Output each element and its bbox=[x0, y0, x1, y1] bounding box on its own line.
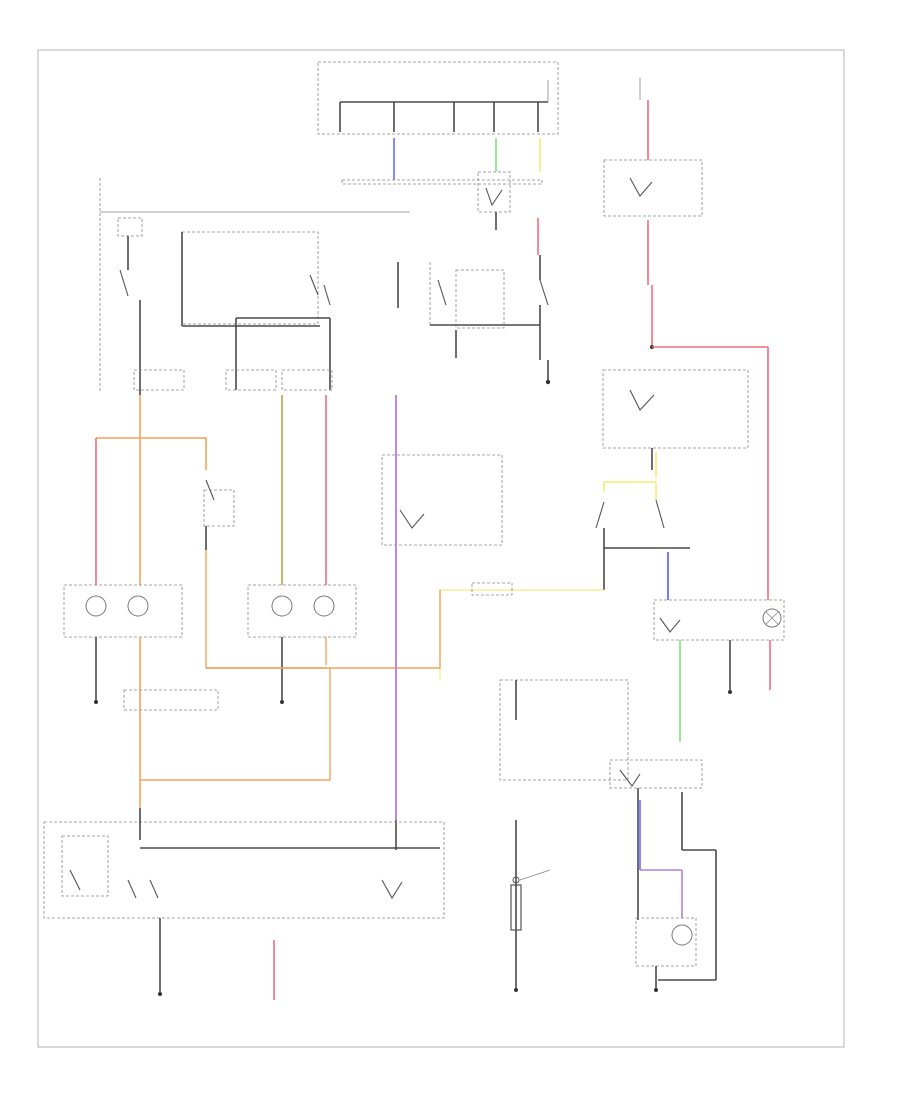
orange-cross-wires bbox=[140, 550, 441, 781]
right-relay-box bbox=[602, 369, 749, 470]
left-relay-pair bbox=[181, 231, 331, 390]
center-ground bbox=[545, 360, 551, 385]
right-vertical-feed bbox=[603, 78, 703, 349]
top-connector-dashed bbox=[341, 179, 543, 185]
left-headlight-wires bbox=[95, 395, 235, 585]
right-headlight-unit bbox=[247, 395, 357, 704]
bottom-right-colored bbox=[639, 800, 683, 918]
left-fuse-block bbox=[99, 178, 410, 395]
right-red-loop bbox=[652, 346, 771, 690]
left-headlight-unit bbox=[63, 584, 183, 808]
right-bottom-relay bbox=[653, 599, 785, 694]
top-relay-box bbox=[317, 61, 559, 135]
blue-to-relay bbox=[439, 548, 669, 680]
right-yellow-wires bbox=[595, 452, 690, 549]
center-connector bbox=[381, 454, 513, 596]
headlight-relay-center bbox=[477, 171, 511, 230]
fuse-row bbox=[133, 369, 333, 391]
top-colored-wires bbox=[393, 138, 541, 255]
diagram-frame bbox=[37, 49, 845, 1048]
center-switch-group bbox=[397, 255, 549, 360]
bottom-right-lamp bbox=[635, 917, 697, 992]
right-lower-relay bbox=[609, 759, 717, 981]
center-bottom-fuse bbox=[499, 679, 629, 992]
combination-switch bbox=[43, 808, 445, 919]
bottom-grounds bbox=[158, 918, 275, 1000]
dimmer-relay bbox=[123, 689, 219, 711]
